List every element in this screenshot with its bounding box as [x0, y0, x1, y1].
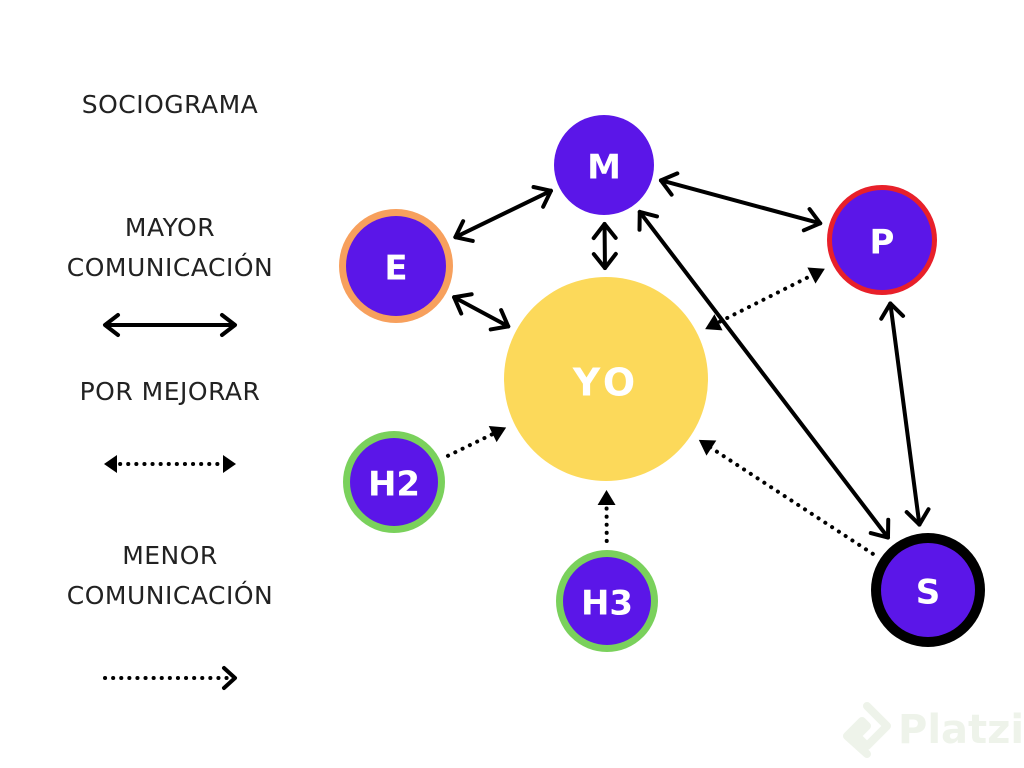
connection-m-s	[637, 209, 891, 540]
node-e: E	[339, 209, 453, 323]
node-yo-label: YO	[572, 361, 639, 405]
platzi-watermark: Platzi	[842, 700, 1024, 760]
connection-h3-yo	[597, 489, 616, 544]
legend-dotted-double-arrow	[104, 455, 236, 473]
legend-minor-line1: MENOR	[122, 541, 218, 570]
connection-h2-yo	[445, 425, 507, 458]
node-s: S	[871, 533, 985, 647]
connection-m-yo	[591, 221, 618, 271]
connection-p-yo	[705, 267, 825, 331]
legend-major-label: MAYOR COMUNICACIÓN	[40, 208, 300, 288]
node-yo: YO	[504, 277, 708, 481]
node-h2-label: H2	[368, 465, 420, 505]
connection-m-p	[658, 171, 823, 233]
platzi-logo-icon	[843, 702, 891, 758]
connection-s-yo	[698, 439, 875, 556]
legend-major-line1: MAYOR	[124, 213, 216, 242]
node-s-label: S	[916, 573, 941, 613]
node-e-label: E	[384, 249, 407, 289]
legend-solid-double-arrow	[103, 313, 237, 337]
legend-major-line2: COMUNICACIÓN	[66, 253, 274, 282]
node-h3: H3	[556, 550, 658, 652]
node-p-label: P	[870, 223, 895, 263]
legend-dotted-single-arrow	[103, 666, 237, 690]
node-m: M	[554, 115, 654, 215]
node-h3-label: H3	[581, 584, 633, 624]
legend-minor-label: MENOR COMUNICACIÓN	[40, 536, 300, 616]
node-h2: H2	[343, 431, 445, 533]
connection-p-s	[879, 301, 931, 527]
diagram-title: SOCIOGRAMA	[81, 90, 259, 119]
node-p: P	[827, 185, 937, 295]
connections-layer	[445, 171, 931, 556]
legend-minor-line2: COMUNICACIÓN	[66, 581, 274, 610]
platzi-watermark-text: Platzi	[898, 707, 1024, 753]
legend-improve-label: POR MEJORAR	[79, 377, 261, 406]
node-m-label: M	[587, 148, 621, 188]
connection-e-yo	[452, 292, 511, 332]
connection-m-e	[453, 184, 553, 243]
